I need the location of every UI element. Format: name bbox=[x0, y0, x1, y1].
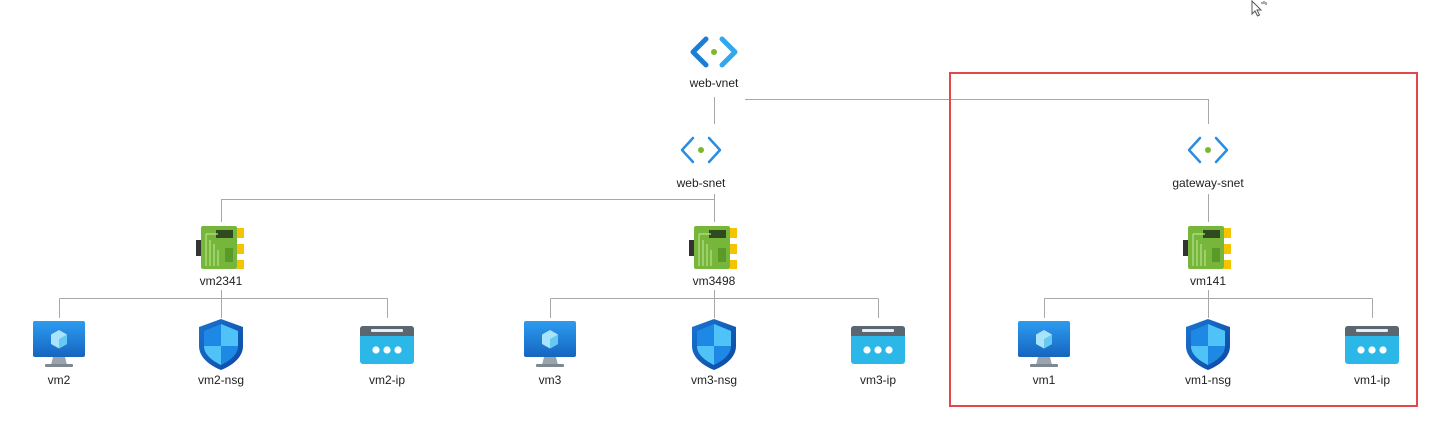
node-label-vm3498: vm3498 bbox=[692, 274, 736, 288]
network-security-group-icon[interactable] bbox=[199, 319, 243, 370]
network-interface-icon[interactable] bbox=[1183, 226, 1231, 269]
node-label-vm3-ip: vm3-ip bbox=[859, 373, 896, 387]
subnet-icon[interactable] bbox=[680, 136, 722, 164]
connector-vnet-gateway-snet bbox=[745, 99, 1209, 124]
node-label-vm3: vm3 bbox=[538, 373, 562, 387]
highlight-box bbox=[949, 72, 1418, 407]
network-security-group-icon[interactable] bbox=[1186, 319, 1230, 370]
public-ip-icon[interactable] bbox=[360, 326, 414, 364]
virtual-network-icon[interactable] bbox=[690, 36, 738, 68]
public-ip-icon[interactable] bbox=[1345, 326, 1399, 364]
node-label-web-snet: web-snet bbox=[676, 176, 726, 190]
connector-vm141-children bbox=[1044, 290, 1373, 318]
node-label-vm1-ip: vm1-ip bbox=[1353, 373, 1390, 387]
node-label-gateway-snet: gateway-snet bbox=[1172, 176, 1244, 190]
node-label-vm141: vm141 bbox=[1189, 274, 1227, 288]
node-label-vm3-nsg: vm3-nsg bbox=[690, 373, 737, 387]
node-label-vm2-ip: vm2-ip bbox=[368, 373, 405, 387]
node-label-vm2: vm2 bbox=[47, 373, 71, 387]
node-label-vm2341: vm2341 bbox=[199, 274, 243, 288]
virtual-machine-icon[interactable] bbox=[524, 321, 576, 367]
connectors bbox=[59, 97, 1373, 318]
connector-web-snet-vm2341 bbox=[221, 194, 715, 222]
mouse-cursor-icon bbox=[1251, 0, 1267, 17]
connector-vm3498-children bbox=[550, 290, 879, 318]
subnet-icon[interactable] bbox=[1187, 136, 1229, 164]
virtual-machine-icon[interactable] bbox=[33, 321, 85, 367]
public-ip-icon[interactable] bbox=[851, 326, 905, 364]
network-interface-icon[interactable] bbox=[689, 226, 737, 269]
network-interface-icon[interactable] bbox=[196, 226, 244, 269]
network-security-group-icon[interactable] bbox=[692, 319, 736, 370]
connector-vm2341-children bbox=[59, 290, 388, 318]
node-label-vm1: vm1 bbox=[1032, 373, 1056, 387]
node-label-web-vnet: web-vnet bbox=[689, 76, 739, 90]
node-label-vm2-nsg: vm2-nsg bbox=[197, 373, 244, 387]
node-label-vm1-nsg: vm1-nsg bbox=[1184, 373, 1231, 387]
virtual-machine-icon[interactable] bbox=[1018, 321, 1070, 367]
